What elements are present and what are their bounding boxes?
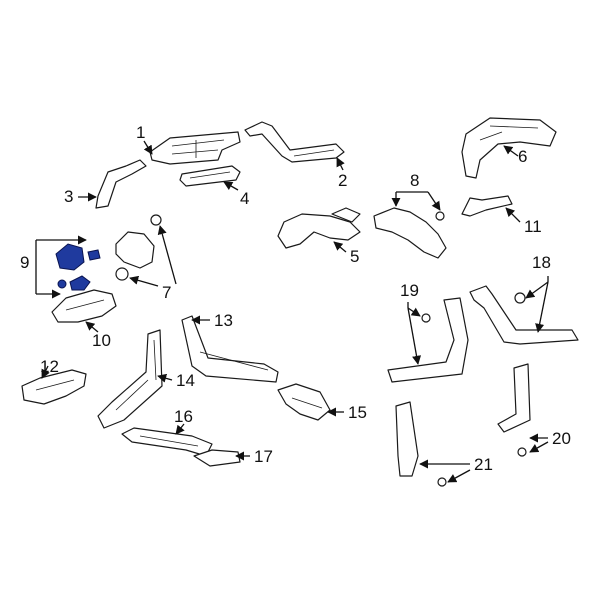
callout-5: 5 bbox=[333, 241, 359, 266]
svg-text:12: 12 bbox=[40, 357, 59, 376]
svg-text:14: 14 bbox=[176, 371, 195, 390]
svg-text:17: 17 bbox=[254, 447, 273, 466]
part-9-actuator-assembly bbox=[55, 243, 101, 291]
part-2-right-duct bbox=[244, 121, 345, 163]
part-4-small-duct bbox=[179, 165, 241, 187]
svg-text:19: 19 bbox=[400, 281, 419, 300]
part-5-vent-assembly bbox=[277, 207, 361, 249]
part-16-floor-duct bbox=[121, 427, 213, 457]
part-19-rear-duct bbox=[387, 297, 469, 383]
part-13-floor-duct bbox=[181, 315, 279, 383]
svg-text:2: 2 bbox=[338, 171, 347, 190]
svg-text:21: 21 bbox=[474, 455, 493, 474]
part-18-rear-duct bbox=[469, 285, 579, 345]
part-8-center-duct bbox=[373, 207, 447, 259]
part-10-lower-left-duct bbox=[51, 289, 117, 323]
part-6-upper-right-duct bbox=[461, 117, 557, 179]
svg-text:13: 13 bbox=[214, 311, 233, 330]
callout-17: 17 bbox=[235, 447, 273, 466]
part-3-left-duct bbox=[95, 159, 147, 209]
svg-text:5: 5 bbox=[350, 247, 359, 266]
callout-15: 15 bbox=[327, 403, 367, 422]
part-20-riser-duct bbox=[497, 363, 531, 457]
callout-18: 18 bbox=[525, 253, 551, 333]
callout-3: 3 bbox=[64, 187, 97, 206]
svg-text:6: 6 bbox=[518, 147, 527, 166]
svg-text:16: 16 bbox=[174, 407, 193, 426]
callout-6: 6 bbox=[503, 145, 527, 166]
part-12-lower-left-duct bbox=[21, 369, 87, 405]
svg-text:8: 8 bbox=[410, 171, 419, 190]
callout-14: 14 bbox=[157, 371, 195, 390]
svg-text:11: 11 bbox=[524, 217, 542, 236]
svg-text:10: 10 bbox=[92, 331, 111, 350]
svg-text:4: 4 bbox=[240, 189, 249, 208]
svg-text:7: 7 bbox=[162, 283, 171, 302]
callout-19: 19 bbox=[400, 281, 422, 365]
part-14-long-duct bbox=[97, 329, 163, 429]
part-7-elbow-duct bbox=[115, 214, 162, 281]
callout-2: 2 bbox=[336, 157, 347, 190]
callout-4: 4 bbox=[223, 181, 249, 208]
part-21-riser-duct bbox=[395, 401, 447, 487]
svg-text:20: 20 bbox=[552, 429, 571, 448]
callout-21: 21 bbox=[419, 455, 493, 483]
callout-7: 7 bbox=[129, 225, 177, 302]
svg-text:9: 9 bbox=[20, 253, 29, 272]
svg-text:1: 1 bbox=[136, 123, 145, 142]
callout-9: 9 bbox=[20, 235, 87, 299]
callout-8: 8 bbox=[391, 171, 441, 211]
callout-20: 20 bbox=[529, 429, 571, 453]
part-1-center-duct bbox=[149, 131, 241, 165]
part-11-bracket bbox=[461, 195, 513, 217]
callout-16: 16 bbox=[174, 407, 193, 435]
callout-10: 10 bbox=[85, 321, 111, 350]
callout-1: 1 bbox=[136, 123, 153, 155]
callout-13: 13 bbox=[191, 311, 233, 330]
svg-text:18: 18 bbox=[532, 253, 551, 272]
callout-12: 12 bbox=[40, 357, 59, 379]
svg-text:3: 3 bbox=[64, 187, 73, 206]
callout-11: 11 bbox=[505, 207, 542, 236]
svg-text:15: 15 bbox=[348, 403, 367, 422]
part-15-rear-duct bbox=[277, 383, 331, 421]
